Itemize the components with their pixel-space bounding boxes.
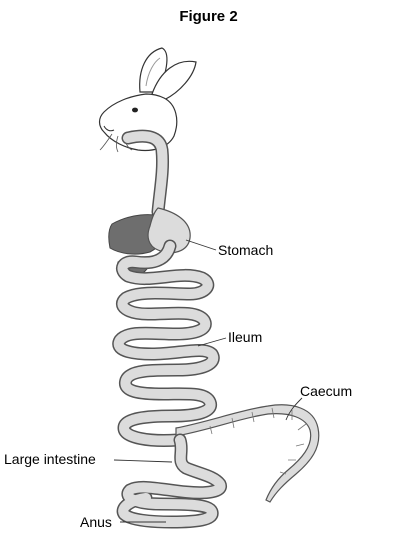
ileum-label: Ileum — [228, 329, 262, 345]
caecum — [175, 404, 320, 503]
large-intestine-leader-line — [113, 459, 173, 463]
stomach-label: Stomach — [218, 242, 273, 258]
oesophagus — [121, 129, 169, 219]
anus-label: Anus — [80, 514, 112, 530]
large-intestine-label: Large intestine — [4, 451, 96, 467]
caecum-label: Caecum — [300, 383, 352, 399]
figure-title: Figure 2 — [179, 8, 238, 25]
ileum — [112, 239, 220, 447]
stomach-leader-line — [185, 239, 217, 251]
stomach — [147, 207, 191, 254]
eye-icon — [132, 107, 138, 113]
caecum-leader-line — [285, 397, 303, 421]
ileum-leader-line — [197, 337, 227, 347]
large-intestine — [116, 433, 228, 529]
